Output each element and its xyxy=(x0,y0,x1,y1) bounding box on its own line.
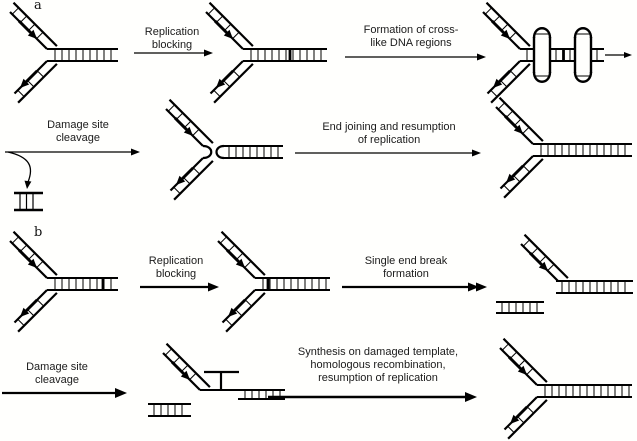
stalled-fork-with-damage-a xyxy=(205,1,327,104)
arrow-damage-site-cleavage-b xyxy=(2,388,127,398)
label-line: cleavage xyxy=(34,374,80,386)
label-line: End joining and resumption xyxy=(322,121,456,133)
label-single-end-break: Single end break formation xyxy=(365,255,448,281)
cruciform-dna-structure xyxy=(482,1,604,104)
extruded-hairpin-duplex xyxy=(215,144,283,160)
label-line: blocking xyxy=(155,268,197,280)
arrow-synthesis-recombination xyxy=(268,392,477,402)
regressed-fork-with-loop xyxy=(165,98,214,201)
detached-arm-duplex-fragment xyxy=(496,301,544,314)
label-line: blocking xyxy=(151,39,193,51)
label-synthesis-recombination: Synthesis on damaged template, homologou… xyxy=(298,346,458,385)
replication-fork-initial-a xyxy=(9,1,118,104)
label-line: like DNA regions xyxy=(370,37,452,49)
label-replication-blocking-b: Replication blocking xyxy=(149,255,203,281)
restored-replication-fork-a xyxy=(495,96,632,199)
arrow-formation-cross-like xyxy=(345,53,486,61)
label-line: Replication xyxy=(148,255,204,267)
arrow-replication-blocking-b xyxy=(140,282,219,292)
label-line: Damage site xyxy=(26,361,88,373)
panel-b-label: b xyxy=(34,225,43,240)
label-damage-site-cleavage-a: Damage site cleavage xyxy=(47,119,109,145)
label-line: Replication xyxy=(144,26,200,38)
label-formation-cross-like: Formation of cross- like DNA regions xyxy=(364,24,459,50)
label-line: resumption of replication xyxy=(318,372,438,384)
label-line: Single end break xyxy=(364,255,448,267)
label-line: Formation of cross- xyxy=(363,24,459,36)
broken-fork-single-end xyxy=(520,233,633,294)
restored-replication-fork-b xyxy=(499,337,632,440)
arrow-single-end-break xyxy=(342,282,487,292)
flap-repair-intermediate xyxy=(162,342,285,400)
arrow-continue-right xyxy=(605,52,632,58)
panel-a-label: a xyxy=(34,0,42,13)
label-line: of replication xyxy=(357,134,421,146)
stalled-fork-with-damage-b xyxy=(217,230,330,333)
label-line: formation xyxy=(383,268,429,280)
label-line: Damage site xyxy=(47,119,109,131)
label-end-joining: End joining and resumption of replicatio… xyxy=(322,121,455,147)
label-line: Synthesis on damaged template, xyxy=(297,346,459,358)
arrow-end-joining xyxy=(295,149,481,157)
replication-fork-initial-b xyxy=(9,230,118,333)
curved-arrow-to-fragment xyxy=(7,151,32,189)
label-line: cleavage xyxy=(55,132,101,144)
label-replication-blocking-a: Replication blocking xyxy=(145,26,199,52)
label-line: homologous recombination, xyxy=(310,359,446,371)
arrow-replication-blocking-a xyxy=(134,49,213,57)
label-damage-site-cleavage-b: Damage site cleavage xyxy=(26,361,88,387)
detached-duplex-fragment-b xyxy=(148,403,191,417)
excised-damage-fragment xyxy=(14,191,43,212)
arrow-damage-site-cleavage-a xyxy=(5,148,140,156)
